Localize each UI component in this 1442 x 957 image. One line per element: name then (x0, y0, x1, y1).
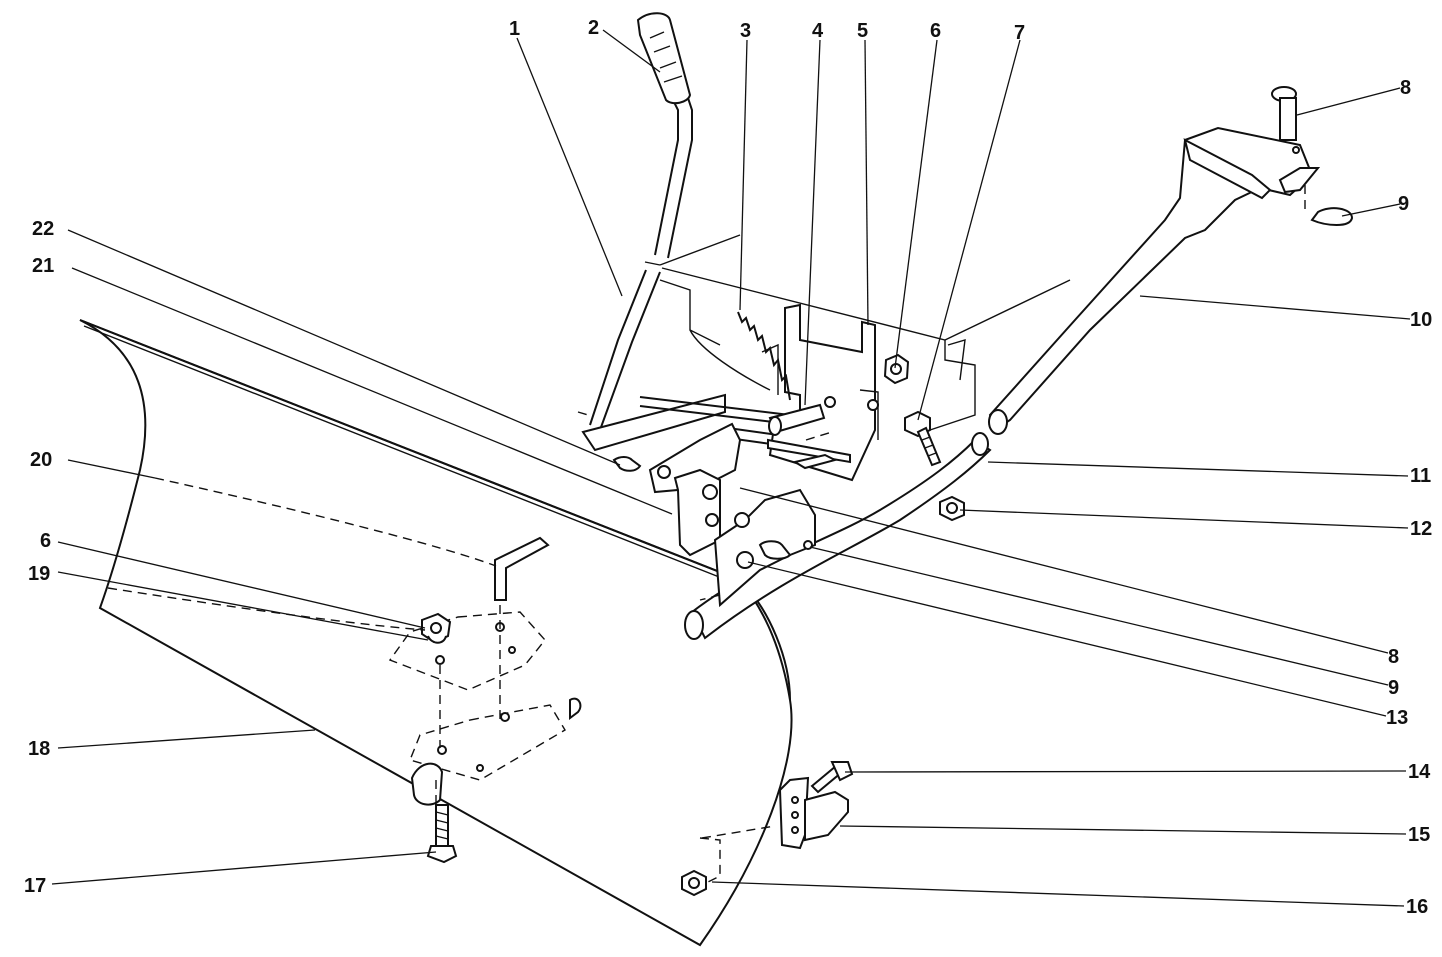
swivel-hub (410, 762, 444, 806)
callout-18: 18 (28, 738, 50, 760)
pivot-bracket-right (713, 488, 816, 608)
lift-handle (589, 97, 693, 431)
leader-lines (51, 29, 1411, 907)
swivel-nut (421, 612, 452, 644)
callout-2: 2 (588, 17, 599, 39)
callout-17: 17 (24, 875, 46, 897)
push-arm (988, 126, 1321, 435)
tractor-frame-outline (659, 234, 1071, 431)
mounting-bracket (761, 303, 879, 482)
callout-6-bottom: 6 (40, 530, 51, 552)
callout-1: 1 (509, 18, 520, 40)
skid-shoe (778, 776, 849, 850)
callout-8-top: 8 (1400, 77, 1411, 99)
skid-bolt (810, 761, 854, 794)
assembly-guide-lines (107, 411, 833, 805)
clevis-pin-top (1271, 86, 1297, 141)
callout-9-bottom: 9 (1388, 677, 1399, 699)
callout-10: 10 (1410, 309, 1432, 331)
hex-nut-arm (939, 495, 965, 522)
spring (737, 311, 791, 401)
callout-11: 11 (1410, 465, 1431, 487)
callout-12: 12 (1410, 518, 1432, 540)
callout-21: 21 (32, 255, 54, 277)
bottom-bolt (426, 804, 458, 864)
callout-19: 19 (28, 563, 50, 585)
handle-grip (636, 12, 692, 105)
callout-9-top: 9 (1398, 193, 1409, 215)
callout-15: 15 (1408, 824, 1430, 846)
hex-bolt (904, 410, 942, 467)
lower-push-arm (684, 432, 992, 640)
callout-6-top: 6 (930, 20, 941, 42)
callout-5: 5 (857, 20, 868, 42)
pivot-bracket-left (673, 468, 721, 557)
callout-7: 7 (1014, 22, 1025, 44)
lift-shaft-assembly (581, 393, 851, 494)
callout-3: 3 (740, 20, 751, 42)
shaft-pin (768, 396, 836, 436)
callout-labels: 1 2 3 4 5 6 7 8 9 10 11 12 8 9 13 14 15 … (24, 17, 1432, 918)
hair-pin-clip-top (1304, 185, 1354, 226)
callout-14: 14 (1408, 761, 1431, 783)
skid-nut (681, 869, 707, 897)
swivel-lock-pin (494, 536, 550, 601)
lower-swivel-plate (409, 697, 582, 781)
callout-22: 22 (32, 218, 54, 240)
callout-16: 16 (1406, 896, 1428, 918)
callout-8-bottom: 8 (1388, 646, 1399, 668)
callout-20: 20 (30, 449, 52, 471)
callout-13: 13 (1386, 707, 1408, 729)
callout-4: 4 (812, 20, 824, 42)
